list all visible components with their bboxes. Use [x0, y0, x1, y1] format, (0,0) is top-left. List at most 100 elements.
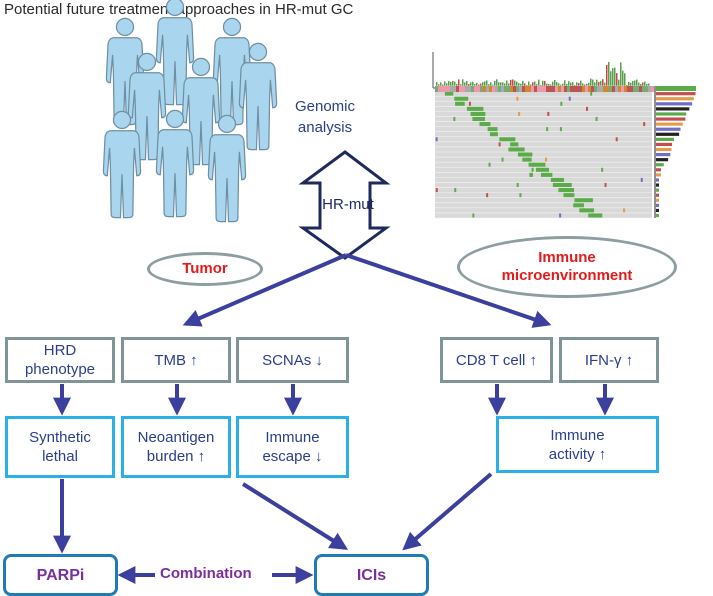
oncoprint-cell: [455, 101, 465, 106]
oncoprint-top-bar: [568, 81, 570, 87]
oncoprint-top-bar: [642, 82, 644, 87]
oncoprint-top-bar: [644, 81, 646, 87]
oncoprint-top-bar: [438, 84, 440, 87]
hrmut-label: HR-mut: [322, 196, 374, 213]
hrmut-double-arrow: [298, 150, 391, 260]
oncoprint-top-bar: [474, 84, 476, 87]
oncoprint-cell: [552, 182, 572, 188]
oncoprint-cell: [574, 198, 593, 203]
oncoprint-annotation: [444, 86, 447, 92]
oncoprint-cell: [488, 162, 491, 167]
oncoprint-annotation: [516, 86, 519, 92]
oncoprint-cell: [579, 208, 595, 213]
oncoprint-cell: [454, 188, 457, 193]
scnas-box: SCNAs ↓: [236, 337, 349, 383]
oncoprint-top-bar: [618, 79, 620, 87]
immune-branch-label: Immune microenvironment: [457, 236, 677, 298]
oncoprint-cell: [498, 142, 501, 147]
oncoprint-annotation: [579, 86, 582, 92]
oncoprint-annotation: [648, 86, 651, 92]
oncoprint-annotation: [489, 86, 492, 92]
oncoprint-top-bar: [578, 82, 580, 87]
oncoprint-top-bar: [640, 83, 642, 87]
oncoprint-annotation: [501, 86, 504, 92]
oncoprint-top-bar: [552, 81, 554, 87]
oncoprint-cell: [454, 96, 469, 101]
oncoprint-annotation: [477, 86, 480, 92]
oncoprint-top-bar: [582, 83, 584, 87]
oncoprint-top-bar: [518, 83, 520, 87]
oncoprint-annotation: [438, 86, 441, 92]
oncoprint-annotation: [459, 86, 462, 92]
hrd-phenotype-box: HRD phenotype: [5, 337, 115, 383]
oncoprint-annotation: [462, 86, 465, 92]
oncoprint-annotation: [612, 86, 615, 92]
oncoprint-cell: [522, 157, 532, 162]
oncoprint-top-bar: [598, 82, 600, 87]
oncoprint-top-bar: [554, 79, 556, 87]
icis-box: ICIs: [314, 554, 429, 596]
oncoprint-cell: [501, 157, 504, 162]
oncoprint-annotation: [591, 86, 594, 92]
oncoprint-annotation: [546, 86, 549, 92]
oncoprint-cell: [519, 193, 522, 198]
oncoprint-annotation: [600, 86, 603, 92]
oncoprint-top-bar: [632, 81, 634, 87]
oncoprint-frequency-bar: [656, 168, 661, 172]
oncoprint-annotation: [627, 86, 630, 92]
oncoprint-top-bar: [482, 82, 484, 87]
oncoprint-frequency-bar: [656, 102, 693, 106]
oncoprint-cell: [573, 203, 584, 208]
oncoprint-annotation: [624, 86, 627, 92]
oncoprint-top-bar: [446, 83, 448, 87]
oncoprint-annotation: [519, 86, 522, 92]
oncoprint-top-bar: [522, 80, 524, 87]
oncoprint-top-bar: [600, 80, 602, 87]
oncoprint-cell: [489, 132, 498, 137]
oncoprint-frequency-bar: [656, 137, 675, 141]
oncoprint-cell: [586, 106, 589, 111]
oncoprint-annotation: [453, 86, 456, 92]
oncoprint-top-bar: [466, 80, 468, 87]
oncoprint-top-bar: [638, 82, 640, 87]
oncoprint-annotation: [507, 86, 510, 92]
oncoprint-frequency-bar: [656, 198, 659, 202]
oncoprint-top-bar: [546, 83, 548, 87]
oncoprint-annotation: [642, 86, 645, 92]
oncoprint-annotation: [456, 86, 459, 92]
oncoprint-annotation: [615, 86, 618, 92]
immune-activity-box: Immune activity ↑: [496, 416, 659, 473]
oncoprint-top-bar: [464, 82, 466, 87]
oncoprint-top-bar: [622, 70, 624, 87]
oncoprint-annotation: [474, 86, 477, 92]
oncoprint-annotation: [513, 86, 516, 92]
oncoprint-top-bar: [646, 84, 648, 87]
tmb-box: TMB ↑: [121, 337, 231, 383]
oncoprint-annotation: [549, 86, 552, 92]
oncoprint-top-bar: [490, 82, 492, 87]
oncoprint-frequency-bar: [656, 97, 694, 101]
oncoprint-cell: [516, 96, 519, 101]
oncoprint-top-bar: [588, 82, 590, 87]
oncoprint-top-bar: [458, 79, 460, 87]
oncoprint-top-bar: [608, 61, 610, 87]
oncoprint-cell: [601, 167, 604, 172]
oncoprint-top-bar: [476, 82, 478, 87]
oncoprint-annotation: [471, 86, 474, 92]
oncoprint-top-bar: [572, 82, 574, 87]
oncoprint-top-bar: [610, 71, 612, 87]
oncoprint-cell: [640, 177, 643, 182]
oncoprint-annotation: [621, 86, 624, 92]
oncoprint-annotation: [510, 86, 513, 92]
oncoprint-top-bar: [630, 82, 632, 87]
oncoprint-annotation: [435, 86, 438, 92]
oncoprint-cell: [546, 127, 549, 132]
oncoprint-frequency-bar: [656, 213, 659, 218]
oncoprint-top-bar: [612, 68, 614, 87]
oncoprint-cell: [531, 167, 534, 172]
oncoprint-annotation: [588, 86, 591, 92]
oncoprint-top-bar: [534, 81, 536, 87]
oncoprint-cell: [588, 213, 603, 218]
oncoprint-frequency-bar: [656, 86, 696, 91]
